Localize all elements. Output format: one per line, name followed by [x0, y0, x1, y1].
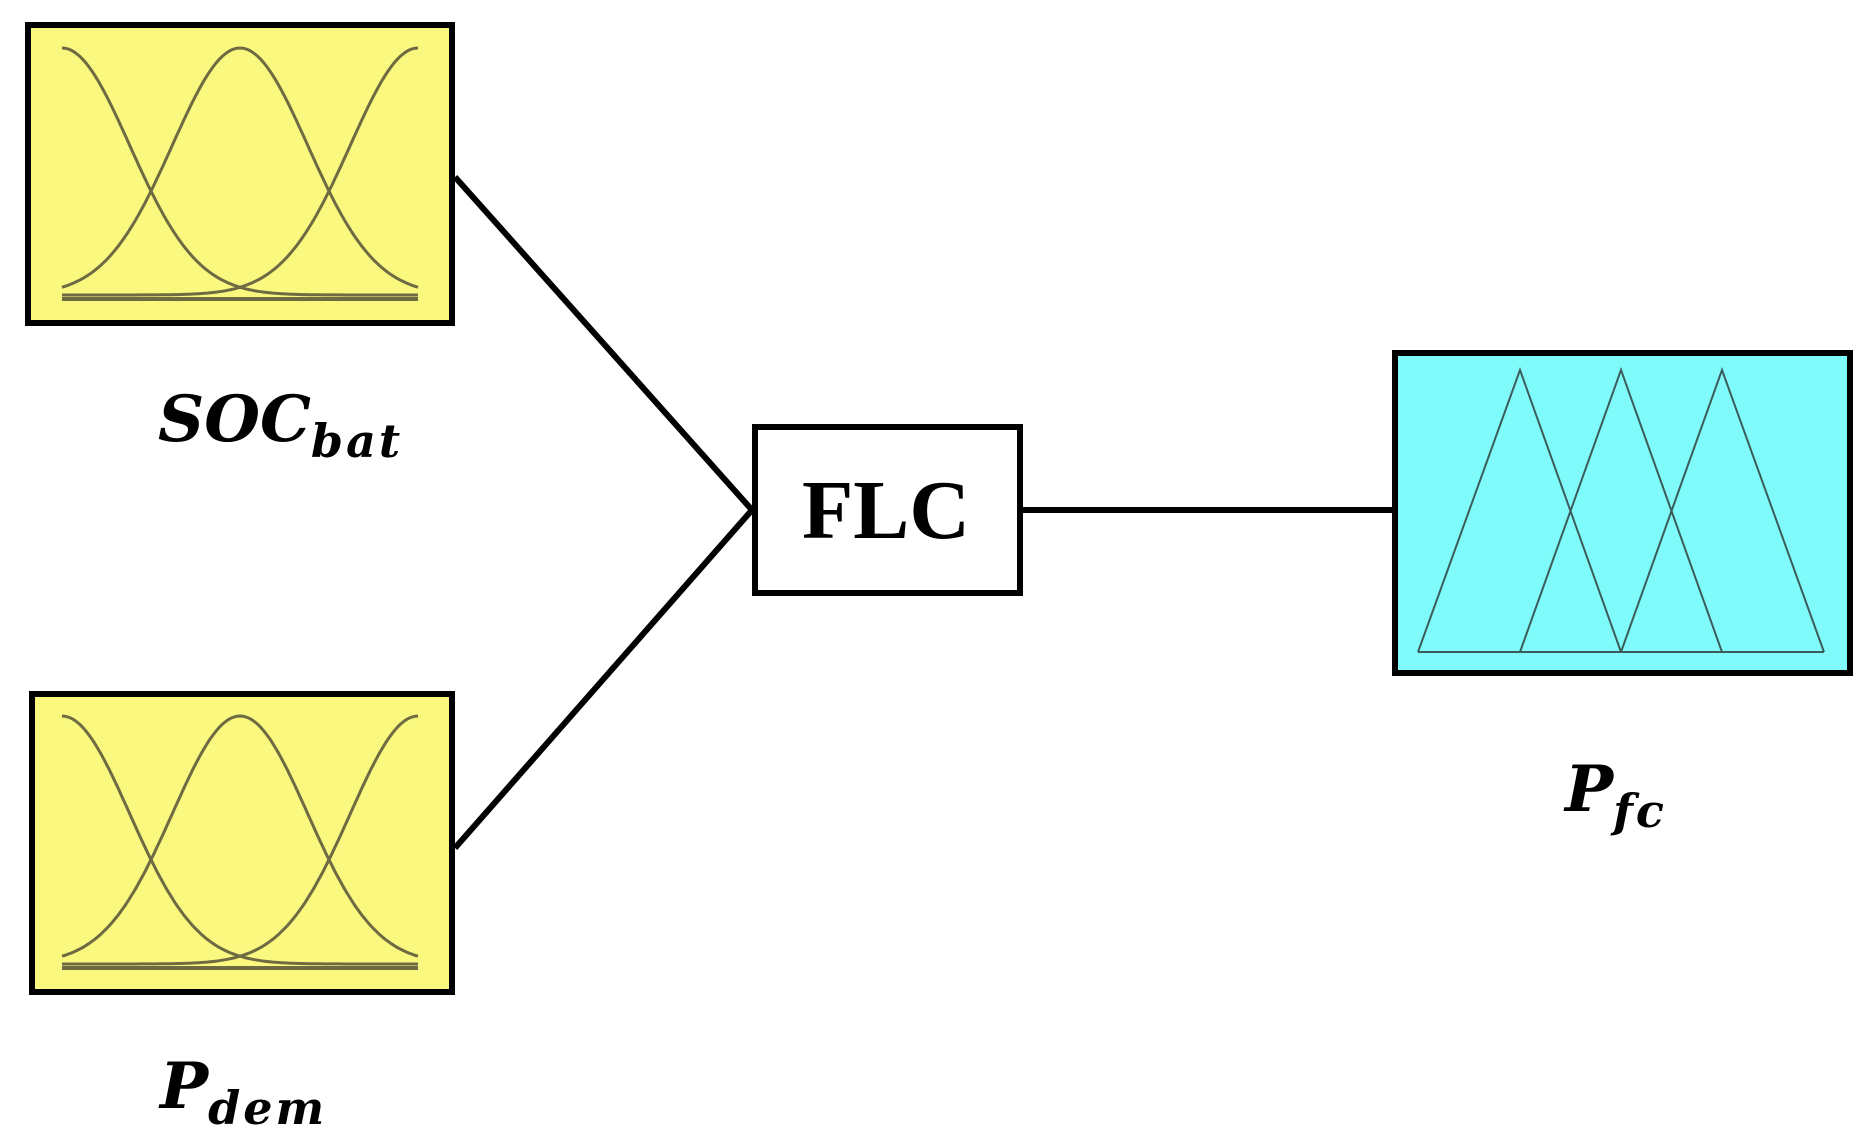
soc-bat-label-main: SOC: [158, 382, 311, 457]
connector-pdem-to-flc: [452, 508, 755, 850]
p-dem-mf-medium: [61, 714, 419, 958]
p-fc-mf-triangle-2: [1519, 367, 1723, 653]
p-fc-mf-box: [1392, 350, 1853, 676]
p-fc-mf-triangle-3: [1620, 367, 1825, 653]
p-dem-label-main: P: [160, 1049, 209, 1124]
flc-box: [752, 424, 1023, 596]
p-fc-label-main: P: [1565, 752, 1614, 827]
p-dem-label-sub: dem: [208, 1081, 328, 1135]
soc-bat-label-sub: bat: [310, 414, 404, 468]
connector-soc-to-flc: [452, 175, 755, 512]
soc-bat-membership-functions: [61, 46, 419, 301]
flc-label: FLC: [802, 463, 970, 557]
p-dem-mf-box: [29, 691, 455, 995]
p-fc-label: Pfc: [1565, 758, 1667, 835]
p-fc-membership-functions: [1417, 367, 1825, 653]
p-dem-label: Pdem: [160, 1055, 327, 1132]
soc-bat-mf-high: [62, 46, 419, 297]
soc-bat-label: SOCbat: [158, 388, 403, 465]
p-dem-membership-functions: [61, 714, 419, 970]
soc-bat-mf-medium: [61, 46, 419, 289]
p-fc-mf-triangle-1: [1417, 367, 1622, 653]
p-dem-mf-high: [62, 714, 419, 966]
p-fc-label-sub: fc: [1613, 784, 1667, 838]
soc-bat-mf-box: [25, 22, 455, 326]
